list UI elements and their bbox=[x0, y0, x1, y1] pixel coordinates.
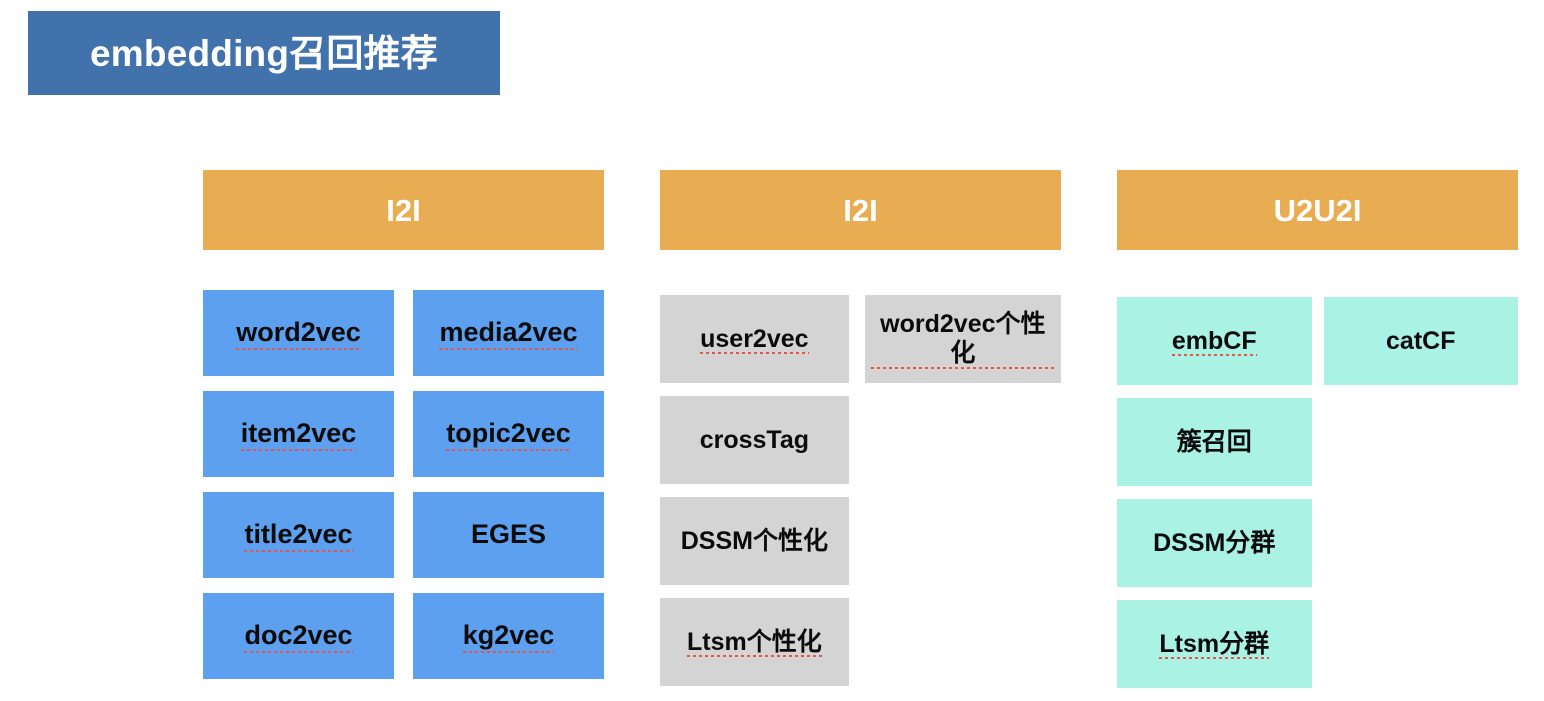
tag-label: doc2vec bbox=[244, 620, 353, 653]
empty-slot bbox=[1324, 499, 1519, 587]
tag-label: DSSM个性化 bbox=[680, 526, 828, 555]
tag-box[interactable]: media2vec bbox=[413, 290, 604, 376]
slide-title-banner: embedding召回推荐 bbox=[28, 11, 500, 95]
tag-box[interactable]: doc2vec bbox=[203, 593, 394, 679]
tag-label: Ltsm分群 bbox=[1159, 629, 1270, 660]
tag-label: Ltsm个性化 bbox=[686, 627, 822, 658]
table-row: DSSM个性化 bbox=[660, 497, 1061, 598]
column-u2u2i: U2U2I embCF catCF 簇召回 DSSM分群 bbox=[1117, 170, 1518, 688]
tag-box[interactable]: word2vec个性化 bbox=[864, 295, 1061, 383]
tag-label: 簇召回 bbox=[1176, 427, 1252, 456]
tag-box[interactable]: DSSM个性化 bbox=[660, 497, 849, 585]
table-row: item2vec topic2vec bbox=[203, 391, 604, 492]
tag-box[interactable]: word2vec bbox=[203, 290, 394, 376]
table-row: Ltsm个性化 bbox=[660, 598, 1061, 699]
tag-box[interactable]: EGES bbox=[413, 492, 604, 578]
tag-label: media2vec bbox=[439, 317, 578, 350]
tag-box[interactable]: Ltsm个性化 bbox=[660, 598, 849, 686]
column-1-rows: word2vec media2vec item2vec topic2vec ti… bbox=[203, 290, 604, 694]
table-row: DSSM分群 bbox=[1117, 499, 1518, 600]
tag-box[interactable]: kg2vec bbox=[413, 593, 604, 679]
column-header-3: U2U2I bbox=[1117, 170, 1518, 250]
column-header-1: I2I bbox=[203, 170, 604, 250]
column-header-1-label: I2I bbox=[386, 192, 421, 228]
tag-label: embCF bbox=[1171, 326, 1257, 357]
tag-label: word2vec个性化 bbox=[870, 310, 1056, 369]
column-2-rows: user2vec word2vec个性化 crossTag DSSM个性化 bbox=[660, 295, 1061, 699]
tag-label: title2vec bbox=[244, 519, 353, 552]
table-row: title2vec EGES bbox=[203, 492, 604, 593]
page-title: embedding召回推荐 bbox=[90, 32, 438, 74]
table-row: doc2vec kg2vec bbox=[203, 593, 604, 694]
tag-box[interactable]: title2vec bbox=[203, 492, 394, 578]
tag-label: topic2vec bbox=[446, 418, 571, 451]
tag-box[interactable]: crossTag bbox=[660, 396, 849, 484]
empty-slot bbox=[865, 497, 1061, 585]
column-header-2-label: I2I bbox=[843, 192, 878, 228]
empty-slot bbox=[865, 598, 1061, 686]
tag-label: catCF bbox=[1386, 326, 1456, 355]
tag-box[interactable]: DSSM分群 bbox=[1117, 499, 1312, 587]
empty-slot bbox=[865, 396, 1061, 484]
tag-label: word2vec bbox=[236, 317, 361, 350]
tag-box[interactable]: catCF bbox=[1323, 297, 1518, 385]
empty-slot bbox=[1324, 600, 1519, 688]
table-row: crossTag bbox=[660, 396, 1061, 497]
tag-label: DSSM分群 bbox=[1153, 528, 1276, 557]
tag-label: user2vec bbox=[700, 324, 810, 355]
tag-box[interactable]: Ltsm分群 bbox=[1117, 600, 1312, 688]
table-row: 簇召回 bbox=[1117, 398, 1518, 499]
column-header-2: I2I bbox=[660, 170, 1061, 250]
tag-box[interactable]: topic2vec bbox=[413, 391, 604, 477]
tag-box[interactable]: 簇召回 bbox=[1117, 398, 1312, 486]
column-3-rows: embCF catCF 簇召回 DSSM分群 Ltsm分群 bbox=[1117, 297, 1518, 701]
empty-slot bbox=[1324, 398, 1519, 486]
table-row: Ltsm分群 bbox=[1117, 600, 1518, 701]
tag-label: crossTag bbox=[699, 425, 809, 454]
tag-box[interactable]: embCF bbox=[1117, 297, 1312, 385]
column-i2i-item: I2I word2vec media2vec item2vec topic2ve… bbox=[203, 170, 604, 679]
tag-label: EGES bbox=[470, 519, 547, 550]
table-row: user2vec word2vec个性化 bbox=[660, 295, 1061, 396]
column-header-3-label: U2U2I bbox=[1273, 192, 1362, 228]
tag-box[interactable]: user2vec bbox=[660, 295, 849, 383]
table-row: word2vec media2vec bbox=[203, 290, 604, 391]
tag-label: kg2vec bbox=[462, 620, 555, 653]
table-row: embCF catCF bbox=[1117, 297, 1518, 398]
tag-label: item2vec bbox=[240, 418, 357, 451]
column-i2i-user: I2I user2vec word2vec个性化 crossTag DSSM个性… bbox=[660, 170, 1061, 686]
tag-box[interactable]: item2vec bbox=[203, 391, 394, 477]
